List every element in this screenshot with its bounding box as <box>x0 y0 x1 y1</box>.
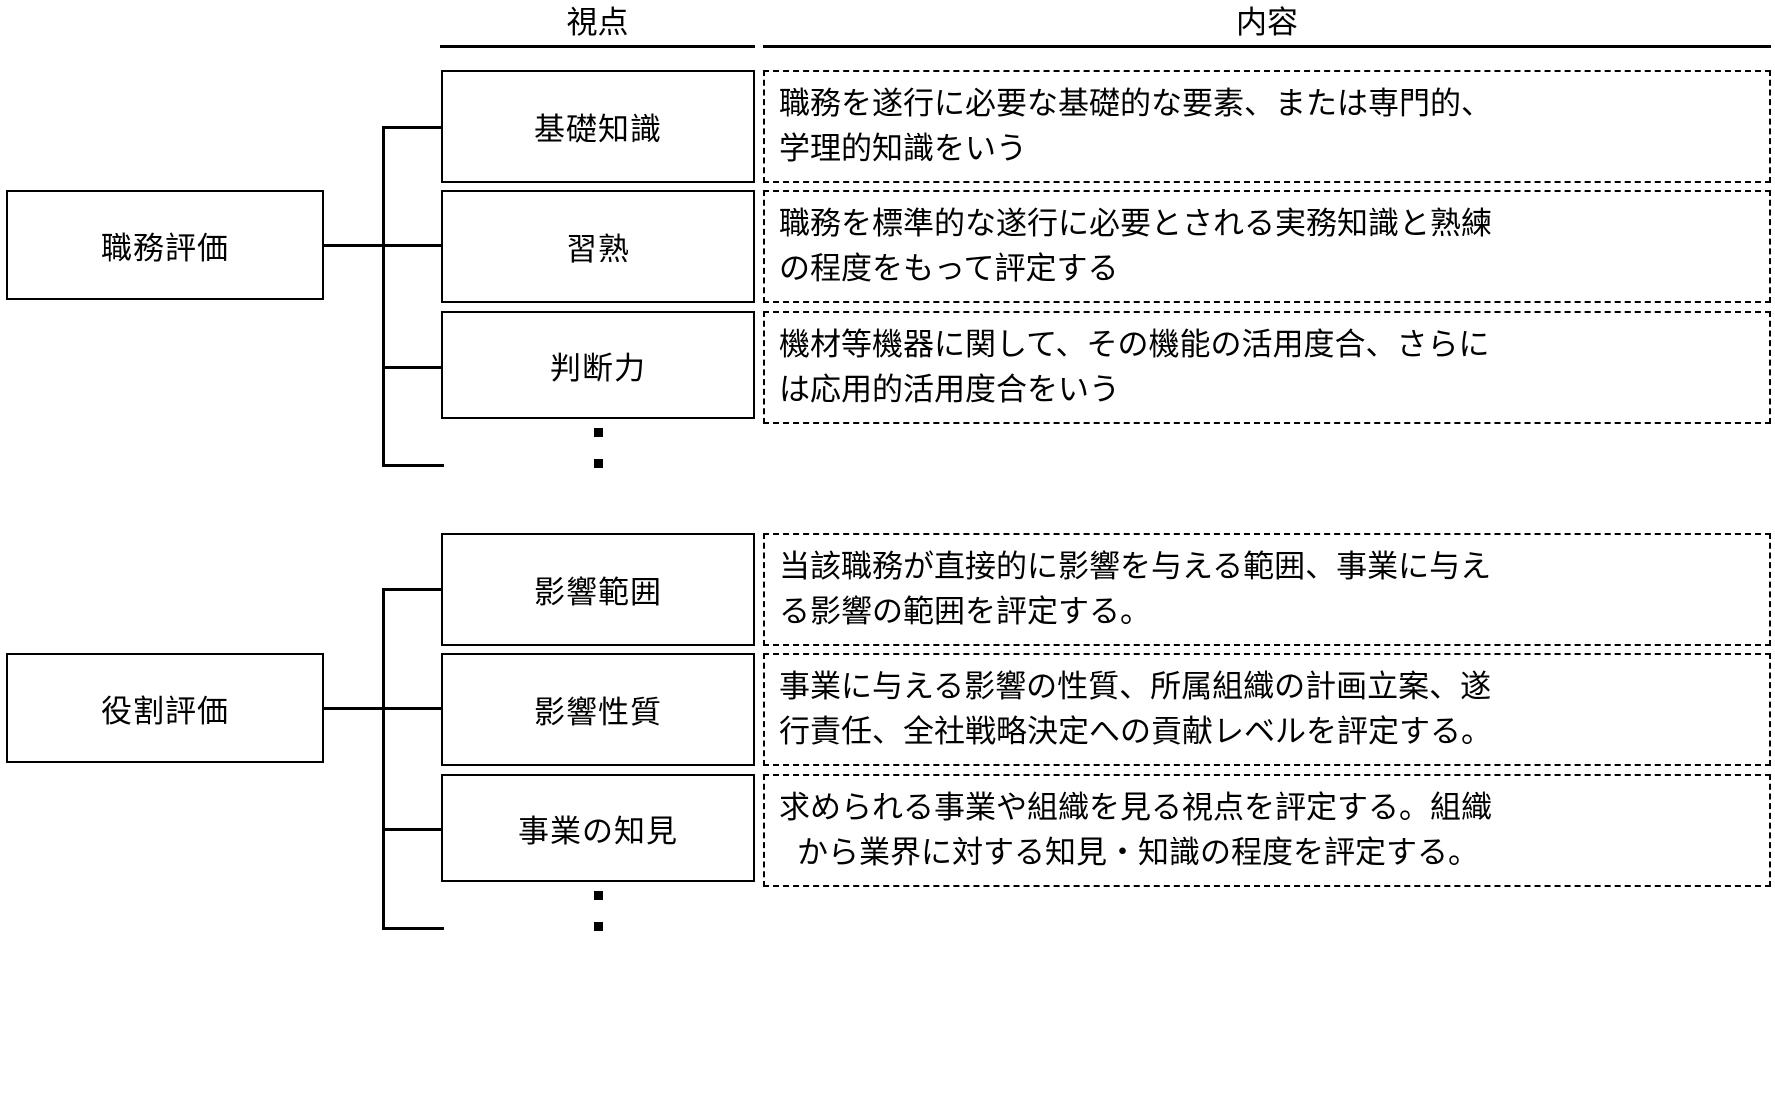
description-line: 求められる事業や組織を見る視点を評定する。組織 <box>779 790 1492 826</box>
ellipsis-dot <box>593 891 603 900</box>
description-line: 当該職務が直接的に影響を与える範囲、事業に与え <box>779 549 1492 585</box>
column-header-viewpoint-rule <box>440 45 755 48</box>
viewpoint-box-2-1: 影響範囲 <box>441 533 755 646</box>
connector-branch-1-2 <box>382 244 444 247</box>
ellipsis-dot <box>593 459 603 468</box>
viewpoint-box-2-2: 影響性質 <box>441 653 755 766</box>
description-box-1-3: 機材等機器に関して、その機能の活用度合、さらに は応用的活用度合をいう <box>763 311 1771 424</box>
column-header-content: 内容 <box>1236 5 1298 41</box>
description-line: 職務を標準的な遂行に必要とされる実務知識と熟練 <box>779 206 1492 242</box>
description-box-2-3: 求められる事業や組織を見る視点を評定する。組織 から業界に対する知見・知識の程度… <box>763 774 1771 887</box>
connector-branch-2-1 <box>382 588 444 591</box>
connector-branch-1-3 <box>382 366 444 369</box>
connector-branch-2-4 <box>382 927 444 930</box>
connector-branch-1-4 <box>382 464 444 467</box>
description-line: は応用的活用度合をいう <box>779 372 1120 408</box>
description-line: 事業に与える影響の性質、所属組織の計画立案、遂 <box>779 669 1492 705</box>
description-box-1-2: 職務を標準的な遂行に必要とされる実務知識と熟練 の程度をもって評定する <box>763 190 1771 303</box>
viewpoint-box-1-3: 判断力 <box>441 311 755 419</box>
connector-root-stem-1 <box>324 244 384 247</box>
description-line: 行責任、全社戦略決定への貢献レベルを評定する。 <box>779 714 1492 750</box>
description-box-1-1: 職務を遂行に必要な基礎的な要素、または専門的、 学理的知識をいう <box>763 70 1771 183</box>
ellipsis-section-2 <box>593 891 603 931</box>
description-box-2-2: 事業に与える影響の性質、所属組織の計画立案、遂 行責任、全社戦略決定への貢献レベ… <box>763 653 1771 766</box>
connector-trunk-1 <box>382 127 385 467</box>
ellipsis-dot <box>593 428 603 437</box>
description-line: 職務を遂行に必要な基礎的な要素、または専門的、 <box>779 86 1492 122</box>
description-line: の程度をもって評定する <box>779 251 1119 287</box>
column-header-content-rule <box>763 45 1771 48</box>
viewpoint-box-2-3: 事業の知見 <box>441 774 755 882</box>
column-header-viewpoint: 視点 <box>566 5 629 41</box>
description-line: 機材等機器に関して、その機能の活用度合、さらに <box>779 327 1490 363</box>
description-line: 学理的知識をいう <box>779 131 1027 167</box>
connector-branch-2-3 <box>382 828 444 831</box>
root-box-section-2: 役割評価 <box>6 653 324 763</box>
root-box-section-1: 職務評価 <box>6 190 324 300</box>
viewpoint-box-1-1: 基礎知識 <box>441 70 755 183</box>
ellipsis-section-1 <box>593 428 603 468</box>
description-line: る影響の範囲を評定する。 <box>779 594 1151 630</box>
description-box-2-1: 当該職務が直接的に影響を与える範囲、事業に与え る影響の範囲を評定する。 <box>763 533 1771 646</box>
connector-root-stem-2 <box>324 707 384 710</box>
connector-branch-2-2 <box>382 707 444 710</box>
viewpoint-box-1-2: 習熟 <box>441 190 755 303</box>
connector-branch-1-1 <box>382 126 444 129</box>
ellipsis-dot <box>593 922 603 931</box>
description-line: から業界に対する知見・知識の程度を評定する。 <box>797 835 1479 871</box>
connector-trunk-2 <box>382 589 385 930</box>
